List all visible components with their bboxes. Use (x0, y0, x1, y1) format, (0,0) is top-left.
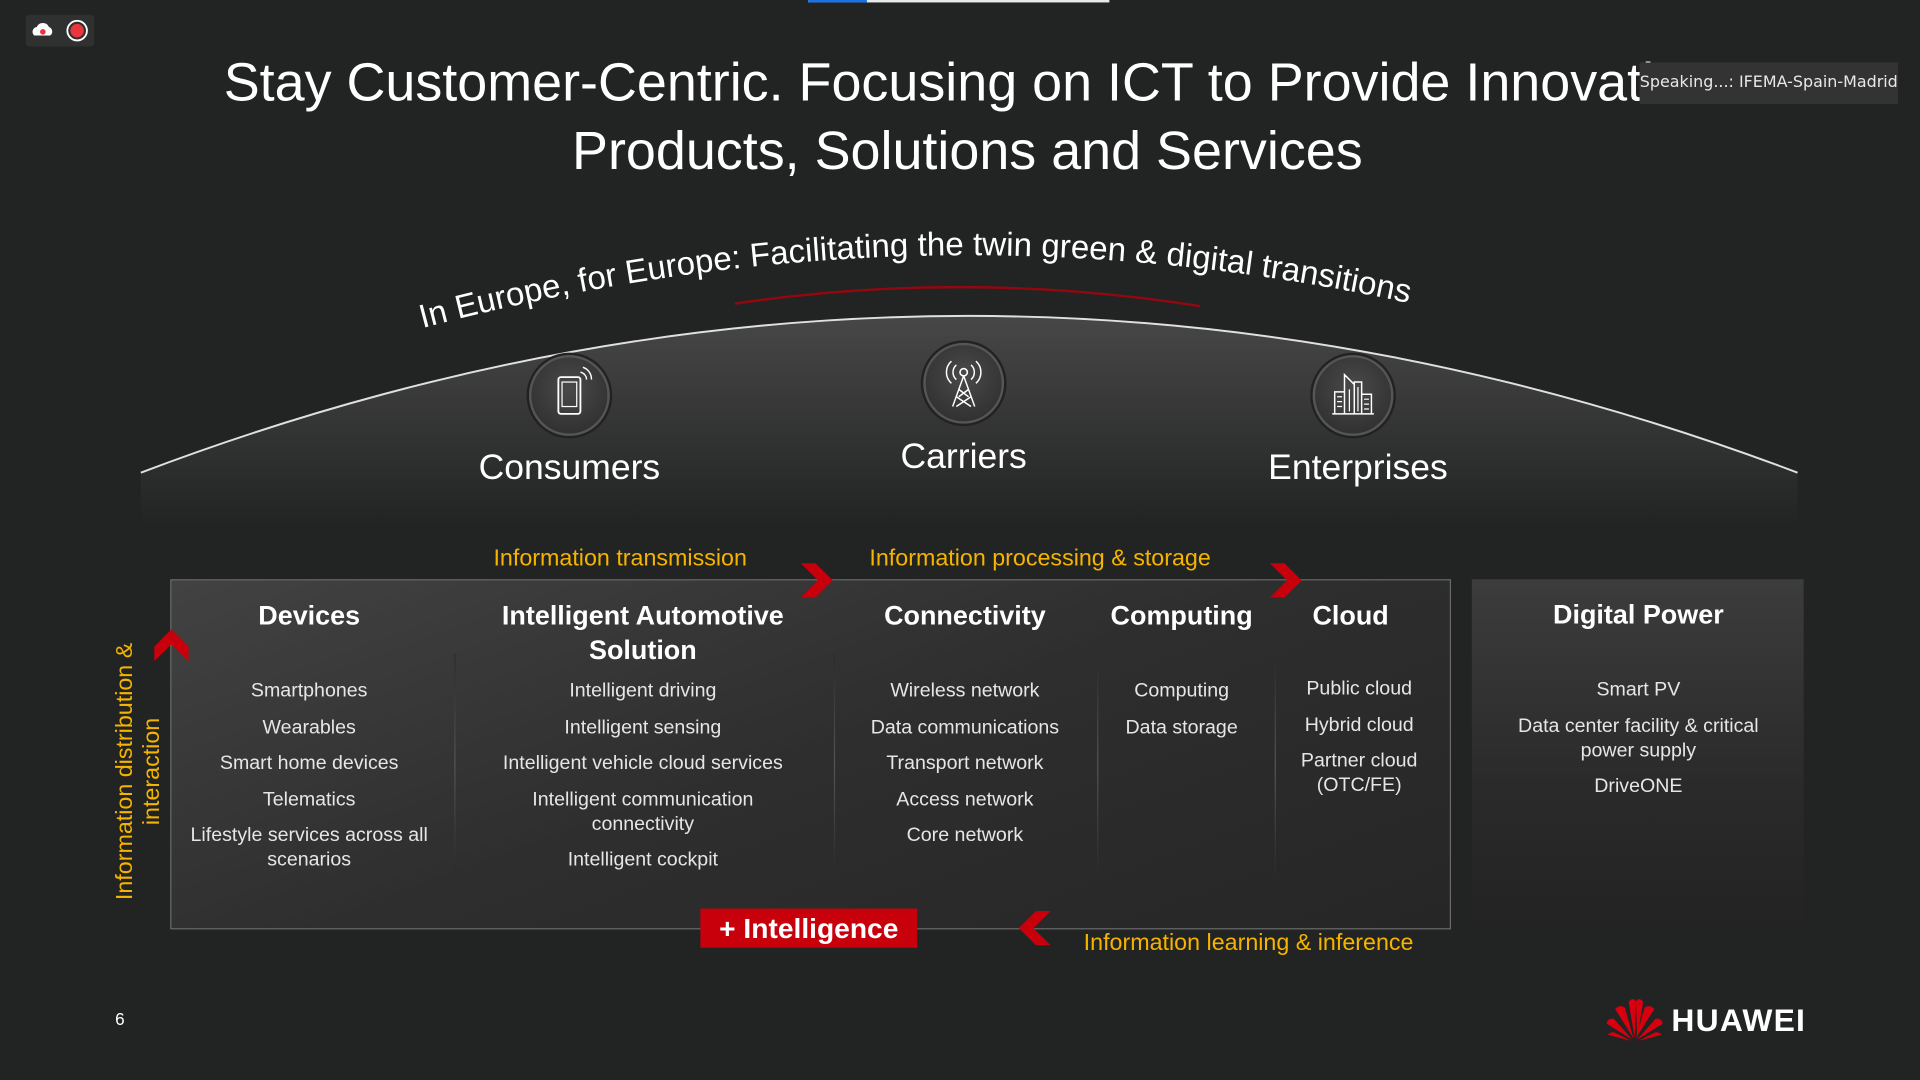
list-item: Data communications (870, 716, 1060, 738)
huawei-wordmark: HUAWEI (1671, 1001, 1807, 1039)
title-line-2: Products, Solutions and Services (572, 121, 1363, 182)
column-devices: Devices Smartphones Wearables Smart home… (184, 599, 435, 885)
list-item: Computing (1134, 680, 1230, 702)
column-connectivity: Connectivity Wireless network Data commu… (842, 599, 1087, 860)
list-item: Public cloud (1306, 678, 1413, 700)
list-item: DriveONE (1594, 776, 1683, 798)
recording-controls (25, 14, 95, 47)
list-item: Intelligent driving (569, 680, 717, 702)
buildings-icon (1305, 372, 1401, 416)
chevron-right-icon (800, 563, 833, 598)
column-title: Connectivity (884, 600, 1046, 631)
list-item: Smartphones (250, 680, 368, 702)
list-item: Smart home devices (219, 753, 399, 774)
antenna-tower-icon (915, 360, 1012, 408)
column-title: Computing (1110, 600, 1253, 631)
label-information-learning: Information learning & inference (1083, 930, 1414, 957)
label-information-distribution: Information distribution & interaction (112, 642, 166, 901)
record-icon[interactable] (65, 18, 89, 42)
column-title: Digital Power (1553, 598, 1724, 630)
column-computing: Computing Computing Data storage (1102, 599, 1261, 752)
column-title: Intelligent Automotive Solution (501, 600, 784, 665)
list-item: Intelligent cockpit (567, 849, 718, 871)
list-item: Hybrid cloud (1304, 714, 1414, 736)
list-item: Partner cloud (OTC/FE) (1300, 750, 1418, 796)
chevron-right-icon (1269, 563, 1302, 598)
column-intelligent-automotive: Intelligent Automotive Solution Intellig… (465, 599, 820, 885)
list-item: Wireless network (890, 680, 1040, 702)
list-item: Transport network (886, 753, 1044, 774)
label-information-processing: Information processing & storage (869, 546, 1211, 572)
progress-fill (808, 0, 867, 3)
arc-red-accent (734, 285, 1201, 308)
progress-bar (808, 0, 1110, 3)
list-item: Smart PV (1596, 679, 1681, 701)
column-digital-power: Digital Power Smart PV Data center facil… (1496, 598, 1780, 812)
list-item: Core network (906, 825, 1024, 847)
chevron-up-icon (154, 629, 189, 662)
list-item: Wearables (262, 716, 356, 738)
list-item: Data center facility & critical power su… (1518, 715, 1759, 762)
list-item: Access network (896, 789, 1034, 811)
list-item: Intelligent vehicle cloud services (502, 753, 783, 774)
list-item: Lifestyle services across all scenarios (190, 825, 428, 871)
title-line-1: Stay Customer-Centric. Focusing on ICT t… (223, 52, 1711, 113)
list-item: Data storage (1125, 716, 1238, 738)
segment-carriers: Carriers (900, 437, 1027, 477)
list-item: Intelligent sensing (564, 716, 722, 738)
list-item: Intelligent communication connectivity (532, 789, 754, 835)
arc-line (140, 314, 1798, 474)
list-item: Telematics (262, 789, 356, 811)
digital-power-box: Digital Power Smart PV Data center facil… (1471, 579, 1804, 929)
segment-enterprises: Enterprises (1268, 448, 1448, 488)
consumers-circle (521, 355, 618, 436)
speaking-indicator: Speaking...: IFEMA-Spain-Madrid (1639, 62, 1898, 105)
column-title: Cloud (1312, 600, 1389, 631)
page-number: 6 (115, 1008, 125, 1029)
label-information-transmission: Information transmission (493, 546, 747, 572)
column-title: Devices (258, 600, 361, 631)
segment-consumers: Consumers (478, 448, 661, 488)
intelligence-badge: + Intelligence (700, 908, 918, 948)
carriers-circle (915, 342, 1012, 424)
column-cloud: Cloud Public cloud Hybrid cloud Partner … (1280, 599, 1439, 810)
enterprises-circle (1305, 355, 1401, 436)
smartphone-icon (521, 366, 618, 416)
chevron-left-icon (1018, 911, 1051, 946)
cloud-record-icon[interactable] (26, 15, 95, 47)
capabilities-box: Devices Smartphones Wearables Smart home… (170, 579, 1452, 930)
slide-title: Stay Customer-Centric. Focusing on ICT t… (122, 49, 1812, 186)
huawei-logo-icon (1606, 999, 1663, 1041)
